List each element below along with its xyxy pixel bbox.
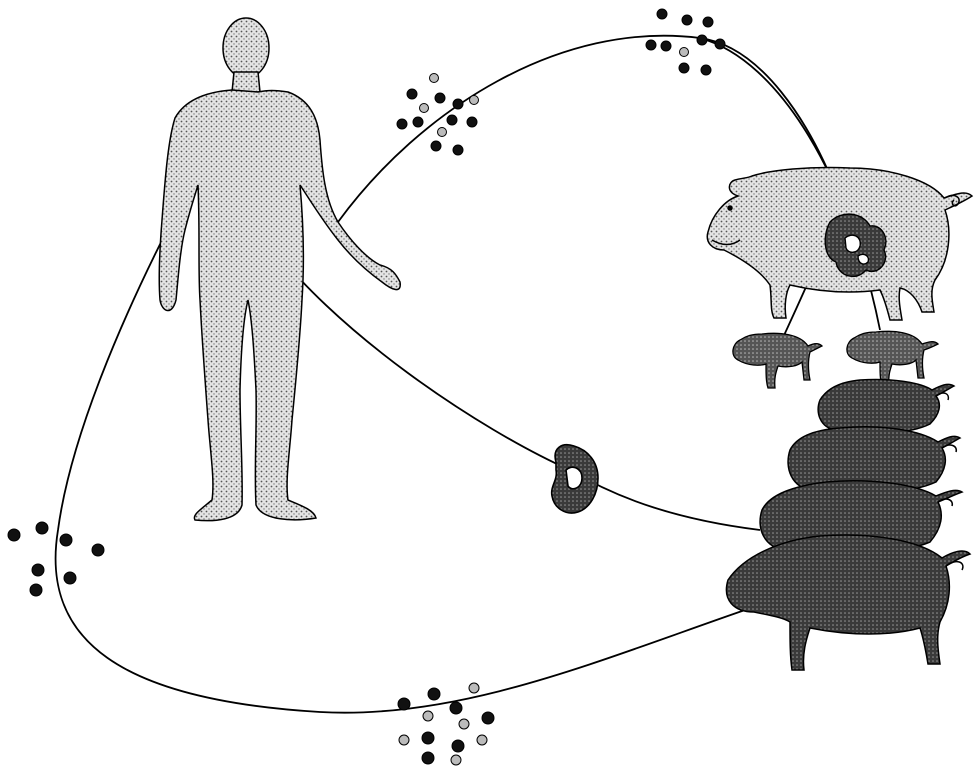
herd-pig-1 xyxy=(818,379,954,433)
piglet-left xyxy=(733,333,822,388)
piglet-right xyxy=(847,331,938,386)
herd-pig-4 xyxy=(726,535,970,670)
human-figure xyxy=(159,18,400,521)
pig-herd xyxy=(726,379,970,670)
kidney-organ xyxy=(552,445,598,513)
arrow-herd-to-human-abdomen xyxy=(262,233,760,530)
